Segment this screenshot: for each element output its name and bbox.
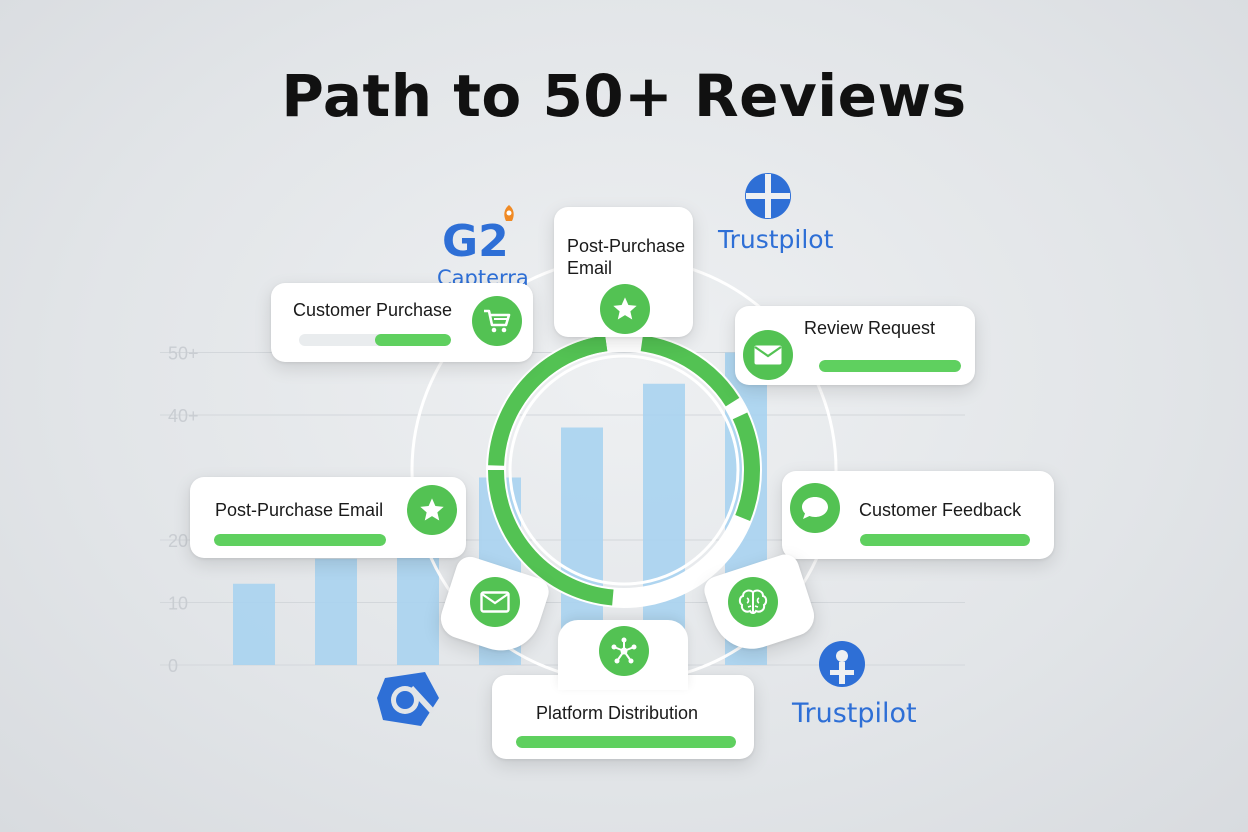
progress-fill <box>819 360 961 372</box>
step-label: Review Request <box>804 318 936 338</box>
progress-ring-segment <box>488 335 608 466</box>
chart-bar <box>315 558 357 665</box>
inner-ring <box>508 354 740 586</box>
y-tick-label: 50+ <box>168 344 199 364</box>
envelope-icon <box>743 330 793 380</box>
progress-bar <box>214 534 386 546</box>
step-label: Customer Purchase <box>293 300 453 320</box>
progress-ring-segment <box>488 469 614 606</box>
network-icon <box>599 626 649 676</box>
progress-bar <box>299 334 451 346</box>
chart-bar <box>397 552 439 665</box>
progress-fill <box>375 334 451 346</box>
trustpilot-bottom-logo-icon <box>819 641 865 687</box>
g2-logo: G2 <box>442 205 514 267</box>
y-tick-label: 10 <box>168 594 188 614</box>
progress-bar <box>819 360 961 372</box>
progress-bar <box>516 736 736 748</box>
step-label: Post-Purchase Email <box>567 236 686 278</box>
progress-ring-segment <box>640 335 740 407</box>
chat-bubble-icon <box>790 483 840 533</box>
brain-icon <box>728 577 778 627</box>
trustpilot-top-logo-icon <box>745 173 791 219</box>
step-label: Customer Feedback <box>859 500 1022 520</box>
chart-bar <box>233 583 275 665</box>
star-icon <box>600 284 650 334</box>
progress-fill <box>860 534 1030 546</box>
trustpilot-bottom-logo: Trustpilot <box>792 698 917 729</box>
y-tick-label: 40+ <box>168 406 199 426</box>
step-card-customer-feedback[interactable]: Customer Feedback <box>782 471 1054 559</box>
y-tick-label: 0 <box>168 656 178 676</box>
star-icon <box>407 485 457 535</box>
progress-fill <box>516 736 736 748</box>
step-card-post-purchase-email-left[interactable]: Post-Purchase Email <box>190 477 466 558</box>
step-card-customer-purchase[interactable]: Customer Purchase <box>271 283 533 362</box>
page-title: Path to 50+ Reviews <box>281 62 967 130</box>
step-label: Post-Purchase Email <box>215 500 384 520</box>
capterra-logo: Capterra <box>437 266 529 286</box>
step-card-platform-distribution[interactable]: Platform Distribution <box>492 675 754 759</box>
trustpilot-top-logo: Trustpilot <box>718 225 834 254</box>
chart-bar <box>643 383 685 665</box>
progress-bar <box>860 534 1030 546</box>
step-card-post-purchase-email-top[interactable]: Post-Purchase Email <box>554 207 693 337</box>
shopping-cart-icon <box>472 296 522 346</box>
rocket-icon <box>504 205 514 221</box>
step-card-review-request[interactable]: Review Request <box>735 306 975 385</box>
envelope-icon <box>470 577 520 627</box>
progress-fill <box>214 534 386 546</box>
step-label: Platform Distribution <box>536 703 699 723</box>
review-platform-logo-icon <box>377 672 439 726</box>
y-tick-label: 20 <box>168 531 188 551</box>
progress-ring-segment <box>732 412 760 521</box>
